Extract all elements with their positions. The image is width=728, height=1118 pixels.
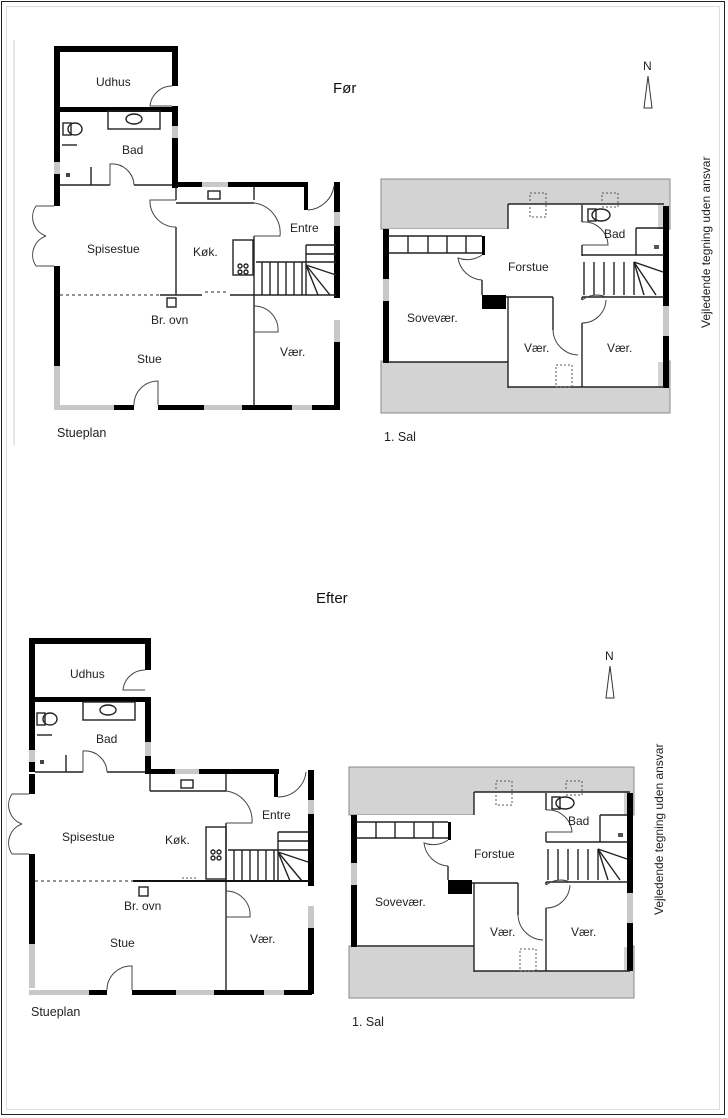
room-vaer-2-after: Vær. (571, 925, 596, 939)
caption-1-sal-after: 1. Sal (352, 1015, 384, 1029)
room-bad-first: Bad (604, 227, 625, 241)
doors-before-ground (32, 85, 335, 406)
heading-after: Efter (316, 590, 348, 607)
north-label: N (643, 59, 652, 73)
disclaimer-before: Vejledende tegning uden ansvar (699, 157, 713, 328)
room-sovevaer-after: Sovevær. (375, 895, 426, 909)
room-spisestue: Spisestue (87, 242, 140, 256)
room-bad: Bad (122, 143, 143, 157)
fixtures-after-ground (36, 701, 309, 897)
room-vaer-1: Vær. (524, 341, 549, 355)
walls-before-ground (54, 46, 340, 410)
caption-stueplan-after: Stueplan (31, 1005, 80, 1019)
room-udhus: Udhus (96, 75, 131, 89)
north-label-after: N (605, 649, 614, 663)
room-kok: Køk. (193, 245, 218, 259)
floorplan-after-ground (29, 638, 314, 995)
room-stue-after: Stue (110, 936, 135, 950)
room-forstue: Forstue (508, 260, 549, 274)
room-spisestue-after: Spisestue (62, 830, 115, 844)
room-forstue-after: Forstue (474, 847, 515, 861)
fixtures-before-ground (62, 110, 337, 308)
room-kok-after: Køk. (165, 833, 190, 847)
room-entre-after: Entre (262, 808, 291, 822)
disclaimer-after: Vejledende tegning uden ansvar (652, 744, 666, 915)
north-arrow-before: N (643, 59, 653, 109)
room-br-ovn: Br. ovn (151, 313, 188, 327)
room-sovevaer: Sovevær. (407, 311, 458, 325)
room-bad-after: Bad (96, 732, 117, 746)
room-vaer-after: Vær. (250, 932, 275, 946)
room-labels-before-ground: Udhus Bad Spisestue Køk. Entre Br. ovn S… (57, 75, 319, 440)
caption-stueplan: Stueplan (57, 426, 106, 440)
room-vaer: Vær. (280, 345, 305, 359)
floorplan-before-first: Forstue Bad Sovevær. Vær. Vær. 1. Sal (380, 178, 671, 444)
room-br-ovn-after: Br. ovn (124, 899, 161, 913)
heading-before: Før (333, 80, 357, 97)
room-labels-after-ground: Udhus Bad Spisestue Køk. Entre Br. ovn S… (31, 667, 291, 1019)
page-frame-inner (6, 6, 720, 1110)
doors-after-ground (8, 669, 307, 991)
north-arrow-after: N (605, 649, 615, 699)
room-stue: Stue (137, 352, 162, 366)
floorplan-after-first: Forstue Bad Sovevær. Vær. Vær. 1. Sal (348, 766, 635, 1029)
caption-1-sal: 1. Sal (384, 430, 416, 444)
room-entre: Entre (290, 221, 319, 235)
room-vaer-1-after: Vær. (490, 925, 515, 939)
room-udhus-after: Udhus (70, 667, 105, 681)
room-bad-first-after: Bad (568, 814, 589, 828)
room-vaer-2: Vær. (607, 341, 632, 355)
